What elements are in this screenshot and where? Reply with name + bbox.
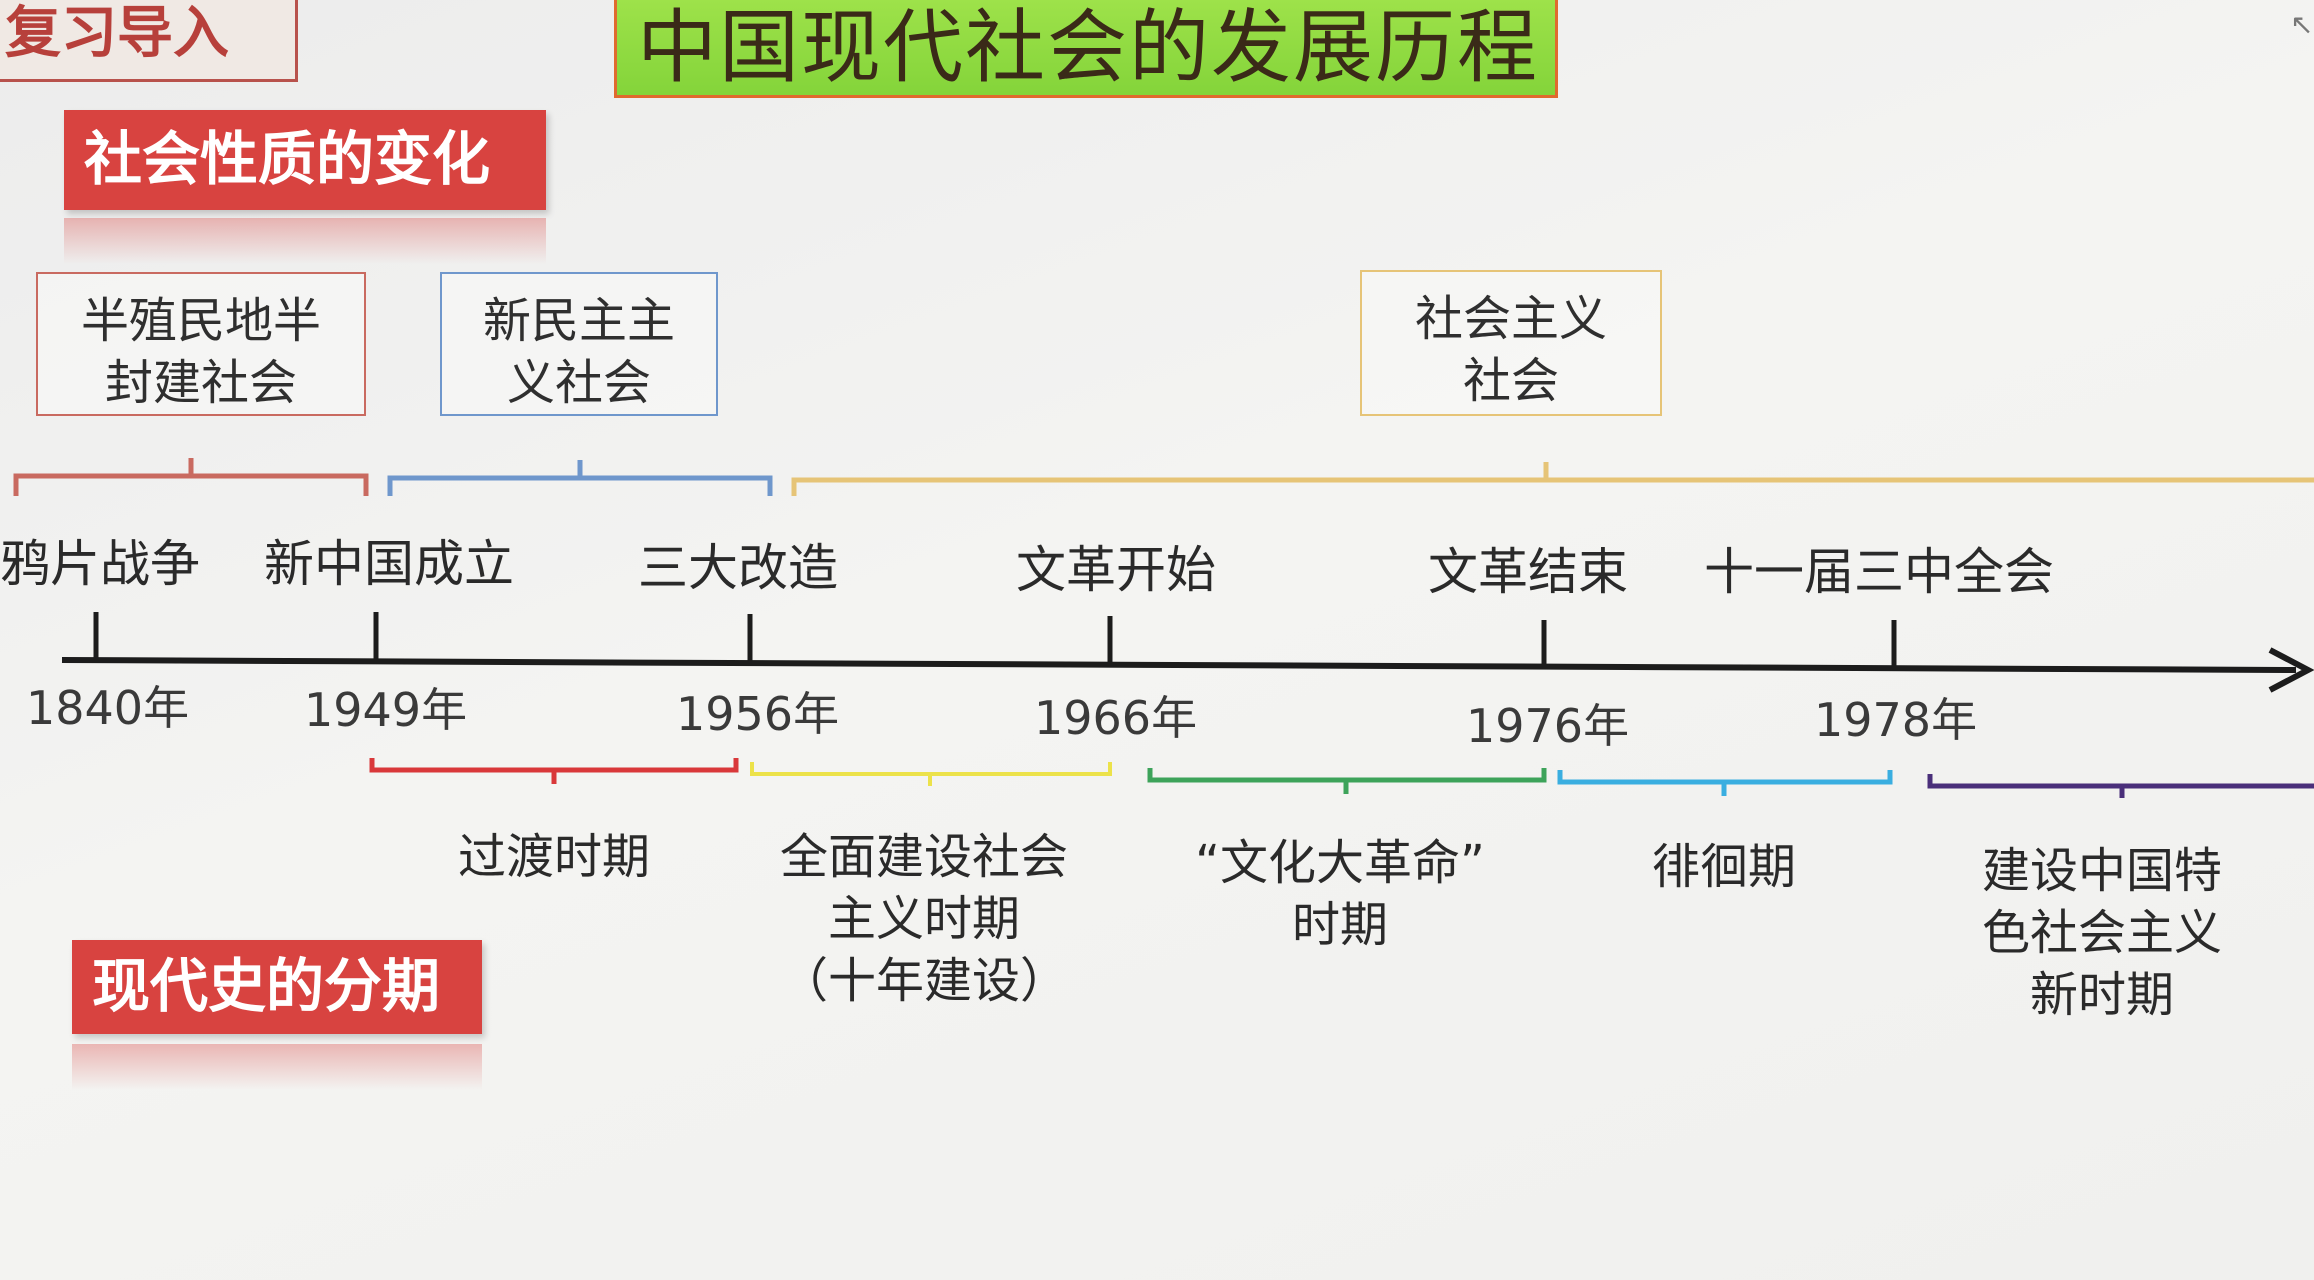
event-cultural-revolution-start: 文革开始	[1016, 541, 1216, 599]
section-label-nature: 社会性质的变化	[64, 110, 546, 210]
event-opium-war: 鸦片战争	[0, 535, 200, 593]
period-line: 主义时期	[827, 891, 1020, 947]
society-box-socialist: 社会主义 社会	[1360, 270, 1662, 416]
brace-transition	[369, 758, 739, 784]
period-transition: 过渡时期	[434, 826, 674, 888]
year-1966: 1966年	[1034, 691, 1198, 745]
period-line: 徘徊期	[1651, 839, 1796, 895]
box-line: 社会主义	[1414, 291, 1607, 347]
period-line: 色社会主义	[1981, 905, 2222, 961]
year-1978: 1978年	[1814, 693, 1978, 747]
brace-new-era	[1927, 774, 2314, 798]
period-hesitation: 徘徊期	[1614, 836, 1834, 898]
page-title: 中国现代社会的发展历程	[614, 0, 1558, 98]
year-1956: 1956年	[676, 687, 840, 741]
box-line: 义社会	[506, 355, 651, 411]
event-cultural-revolution-end: 文革结束	[1428, 543, 1628, 601]
year-1840: 1840年	[26, 681, 190, 735]
period-line: 新时期	[2029, 967, 2174, 1023]
box-line: 新民主主	[482, 293, 675, 349]
period-line: 全面建设社会	[779, 829, 1068, 885]
period-ten-year-construction: 全面建设社会 主义时期 （十年建设）	[744, 826, 1104, 1012]
brace-ten-year	[750, 762, 1112, 786]
timeline-arrow-icon	[2268, 647, 2314, 693]
section-label-periods: 现代史的分期	[72, 940, 482, 1034]
brace-new-democratic	[387, 460, 773, 496]
period-line: 过渡时期	[457, 829, 650, 885]
period-new-era: 建设中国特 色社会主义 新时期	[1952, 840, 2252, 1026]
period-cultural-revolution: “文化大革命” 时期	[1160, 832, 1520, 956]
timeline-axis	[61, 657, 2297, 673]
event-prc-founding: 新中国成立	[264, 535, 514, 593]
year-1949: 1949年	[304, 683, 468, 737]
label-reflection	[64, 218, 546, 264]
society-box-semi-colonial: 半殖民地半 封建社会	[36, 272, 366, 416]
brace-cultural-revolution	[1147, 768, 1547, 794]
box-line: 封建社会	[104, 355, 297, 411]
brace-hesitation	[1557, 770, 1893, 796]
review-tag: 复习导入	[0, 0, 298, 82]
year-1976: 1976年	[1466, 699, 1630, 753]
period-line: “文化大革命”	[1195, 835, 1485, 891]
event-three-transformations: 三大改造	[638, 539, 838, 597]
period-line: （十年建设）	[779, 953, 1068, 1009]
cursor-arrow-icon: ↖	[2290, 8, 2314, 41]
period-line: 建设中国特	[1981, 843, 2222, 899]
event-third-plenum: 十一届三中全会	[1704, 543, 2054, 601]
label-reflection	[72, 1044, 482, 1090]
box-line: 社会	[1462, 353, 1559, 409]
period-line: 时期	[1291, 897, 1388, 953]
box-line: 半殖民地半	[80, 293, 321, 349]
brace-semi-colonial	[13, 458, 369, 496]
society-box-new-democratic: 新民主主 义社会	[440, 272, 718, 416]
brace-socialist	[791, 462, 2314, 496]
